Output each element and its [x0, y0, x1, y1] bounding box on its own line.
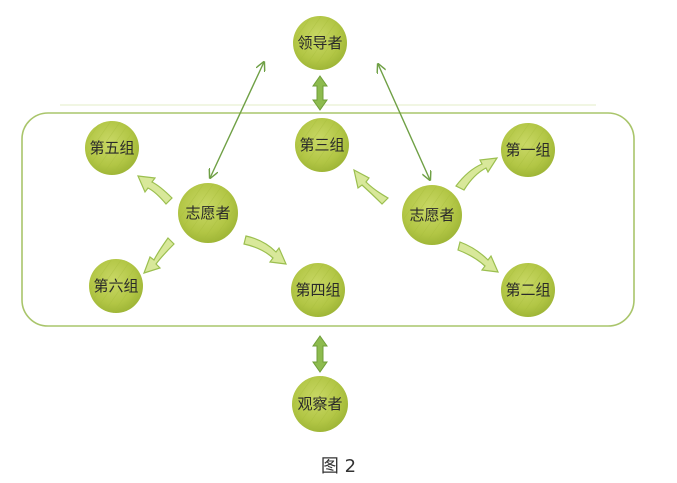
volunteer-left-to-group6-arrow: [143, 237, 175, 274]
group4-label: 第四组: [295, 281, 340, 299]
leader-volunteer-left-arrow: [210, 62, 264, 178]
leader-volunteer-right-arrow: [378, 64, 430, 180]
group3-node: 第三组: [295, 118, 349, 172]
group6-label: 第六组: [93, 277, 138, 295]
group2-label: 第二组: [505, 281, 550, 299]
volunteer-right-label: 志愿者: [409, 206, 454, 224]
group1-node: 第一组: [501, 123, 555, 177]
figure-caption: 图 2: [320, 456, 357, 477]
volunteer-right-to-group1-arrow: [455, 157, 499, 191]
group3-label: 第三组: [299, 136, 344, 154]
group5-label: 第五组: [89, 139, 134, 157]
volunteer-left-label: 志愿者: [185, 204, 230, 222]
group-frame: [21, 112, 635, 327]
leader-frame-double-arrow: [312, 75, 328, 111]
group1-label: 第一组: [505, 141, 550, 159]
volunteer-left-to-group4-arrow: [243, 235, 287, 265]
volunteer-left-to-group5-arrow: [137, 175, 173, 205]
volunteer-right-to-group2-arrow: [457, 241, 499, 273]
group4-node: 第四组: [291, 263, 345, 317]
leader-label: 领导者: [297, 34, 342, 52]
observer-label: 观察者: [297, 395, 342, 413]
group5-node: 第五组: [85, 121, 139, 175]
volunteer-right-to-group3-arrow: [353, 168, 389, 205]
leader-node: 领导者: [293, 16, 347, 70]
group6-node: 第六组: [89, 259, 143, 313]
observer-node: 观察者: [292, 376, 348, 432]
volunteer-right-node: 志愿者: [402, 185, 462, 245]
group2-node: 第二组: [501, 263, 555, 317]
volunteer-left-node: 志愿者: [178, 183, 238, 243]
frame-observer-double-arrow: [312, 335, 328, 373]
